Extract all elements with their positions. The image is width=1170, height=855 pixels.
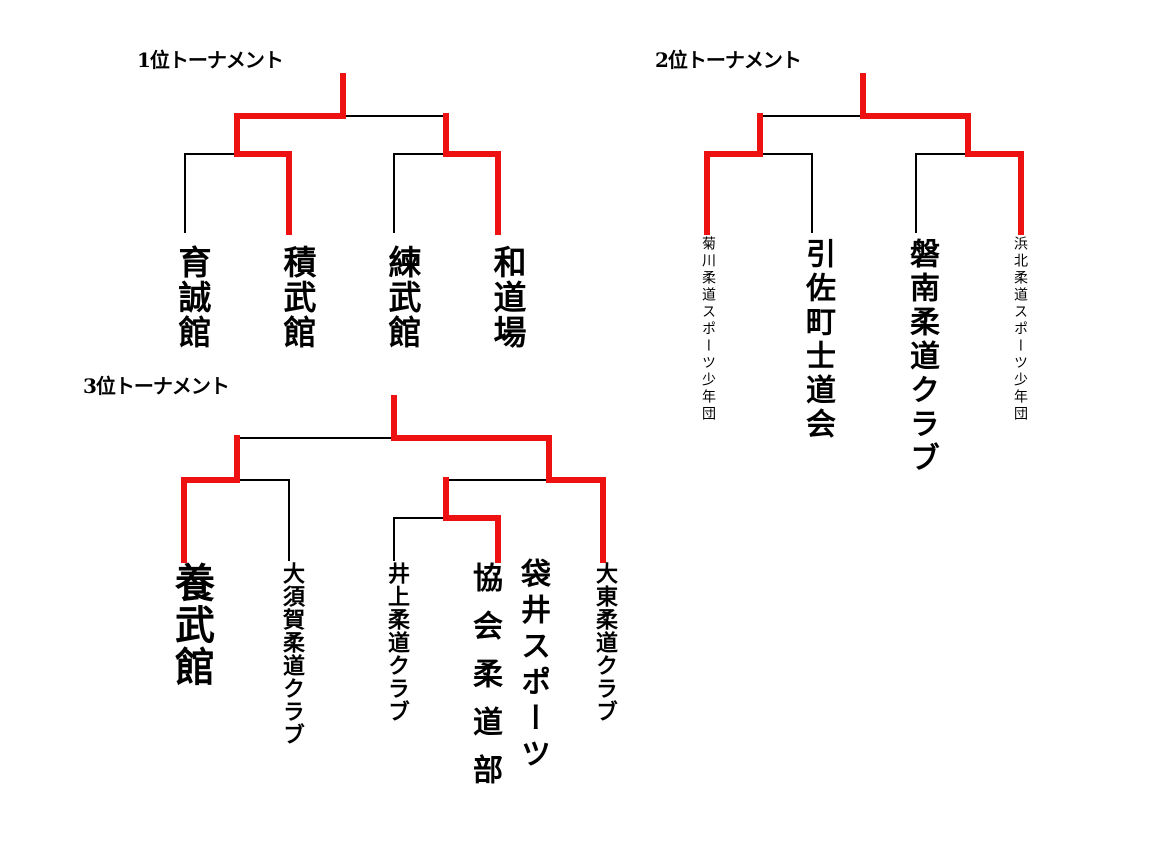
t2-participant-3: 磐南柔道クラブ (904, 238, 939, 476)
t3-participant-5: 大東柔道クラブ (592, 562, 618, 723)
t1-participant-2: 積武館 (278, 245, 317, 350)
t2-participant-4: 浜北柔道スポーツ少年団 (1012, 236, 1028, 423)
t3-participant-3: 井上柔道クラブ (384, 562, 410, 723)
t1-participant-4: 和道場 (488, 245, 527, 350)
tournament-3-title: 3位トーナメント (83, 374, 230, 398)
t3-winner-path-left (181, 435, 240, 563)
t2-participant-1: 菊川柔道スポーツ少年団 (700, 236, 716, 423)
t2-winner-path-left (704, 113, 763, 235)
t3-participant-4: 袋井スポーツ協会柔道部 (462, 558, 554, 802)
t3-qf-winner-path (443, 477, 501, 563)
t2-participant-2: 引佐町士道会 (800, 238, 835, 442)
t1-winner-path-right (443, 113, 501, 235)
t3-participant-4-col-2: 協会柔道部 (467, 562, 502, 802)
t2-semi1-right (759, 153, 813, 233)
t1-participant-3: 練武館 (383, 245, 422, 350)
t1-winner-path-left (234, 73, 346, 235)
t3-semi1-right (236, 479, 290, 561)
t3-participant-4-col-1: 袋井スポーツ (515, 558, 550, 774)
t3-winner-path-right (391, 395, 606, 563)
t3-participant-2: 大須賀柔道クラブ (279, 562, 305, 746)
tournament-1-title: 1位トーナメント (137, 48, 284, 72)
t3-participant-1: 養武館 (168, 562, 215, 688)
t1-participant-1: 育誠館 (173, 245, 212, 350)
t2-winner-path-right (860, 73, 1024, 235)
tournament-2-title: 2位トーナメント (655, 48, 802, 72)
